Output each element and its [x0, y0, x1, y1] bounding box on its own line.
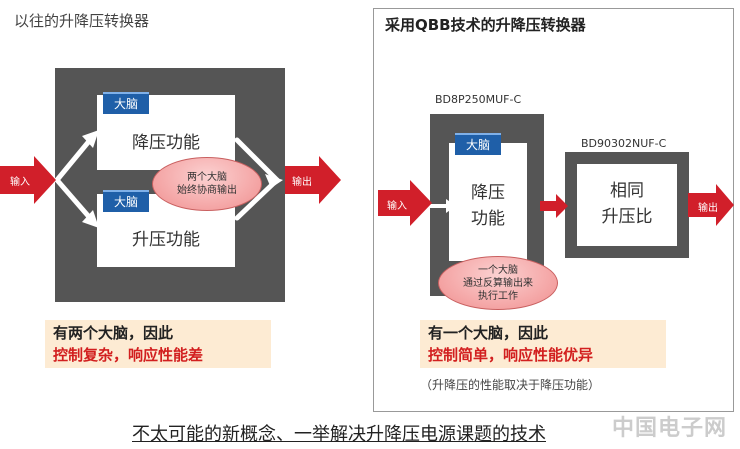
watermark-text: 中国电子网 — [612, 416, 728, 441]
right-input-arrow — [378, 180, 432, 226]
left-caption: 有两个大脑，因此 控制复杂，响应性能差 — [45, 320, 271, 368]
left-ellipse-note: 两个大脑始终协商输出 — [152, 157, 262, 211]
right-output-label: 输出 — [698, 203, 718, 214]
left-caption-line1: 有两个大脑，因此 — [53, 324, 174, 342]
left-buck-label: 降压功能 — [132, 133, 200, 153]
left-title: 以往的升降压转换器 — [14, 12, 150, 30]
right-caption-line1: 有一个大脑，因此 — [428, 324, 549, 342]
left-brain-badge-bottom: 大脑 — [103, 190, 149, 212]
left-brain-badge-top: 大脑 — [103, 92, 149, 114]
right-note: （升降压的性能取决于降压功能） — [420, 378, 601, 392]
right-ellipse-line2: 通过反算输出来 — [463, 277, 533, 289]
right-title: 采用QBB技术的升降压转换器 — [385, 16, 586, 34]
right-buck-label: 降压 功能 — [449, 180, 527, 232]
right-ellipse-line3: 执行工作 — [478, 290, 518, 302]
left-ellipse-line1: 两个大脑 — [187, 172, 227, 183]
right-caption: 有一个大脑，因此 控制简单，响应性能优异 — [420, 320, 666, 368]
left-output-arrow — [285, 156, 341, 204]
right-in-white-arrow — [430, 199, 456, 213]
right-buck-line1: 降压 — [471, 183, 505, 203]
right-buck-line2: 功能 — [471, 209, 505, 229]
left-output-label: 输出 — [292, 177, 312, 188]
right-boost-box — [577, 164, 677, 246]
right-middle-arrow — [540, 194, 568, 218]
bottom-headline: 不太可能的新概念、一举解决升降压电源课题的技术 — [132, 424, 546, 445]
right-boost-line2: 升压比 — [601, 207, 653, 227]
left-input-label: 输入 — [10, 177, 30, 188]
right-caption-line2: 控制简单，响应性能优异 — [428, 346, 594, 364]
left-boost-label: 升压功能 — [132, 230, 200, 250]
right-ellipse-note: 一个大脑通过反算输出来执行工作 — [438, 256, 558, 310]
right-boost-line1: 相同 — [610, 181, 644, 201]
right-output-arrow — [688, 184, 734, 226]
part-number-1: BD8P250MUF-C — [435, 93, 522, 106]
right-ellipse-line1: 一个大脑 — [478, 264, 518, 276]
right-buck-box — [449, 143, 527, 261]
left-input-arrow — [0, 156, 56, 204]
left-ellipse-line2: 始终协商输出 — [177, 185, 237, 196]
right-panel — [373, 8, 734, 412]
part-number-2: BD90302NUF-C — [581, 137, 667, 150]
left-flow-arrows — [55, 130, 283, 228]
right-input-label: 输入 — [387, 201, 407, 212]
left-caption-line2: 控制复杂，响应性能差 — [53, 346, 204, 364]
right-boost-label: 相同 升压比 — [577, 178, 677, 230]
right-brain-badge: 大脑 — [455, 133, 501, 155]
